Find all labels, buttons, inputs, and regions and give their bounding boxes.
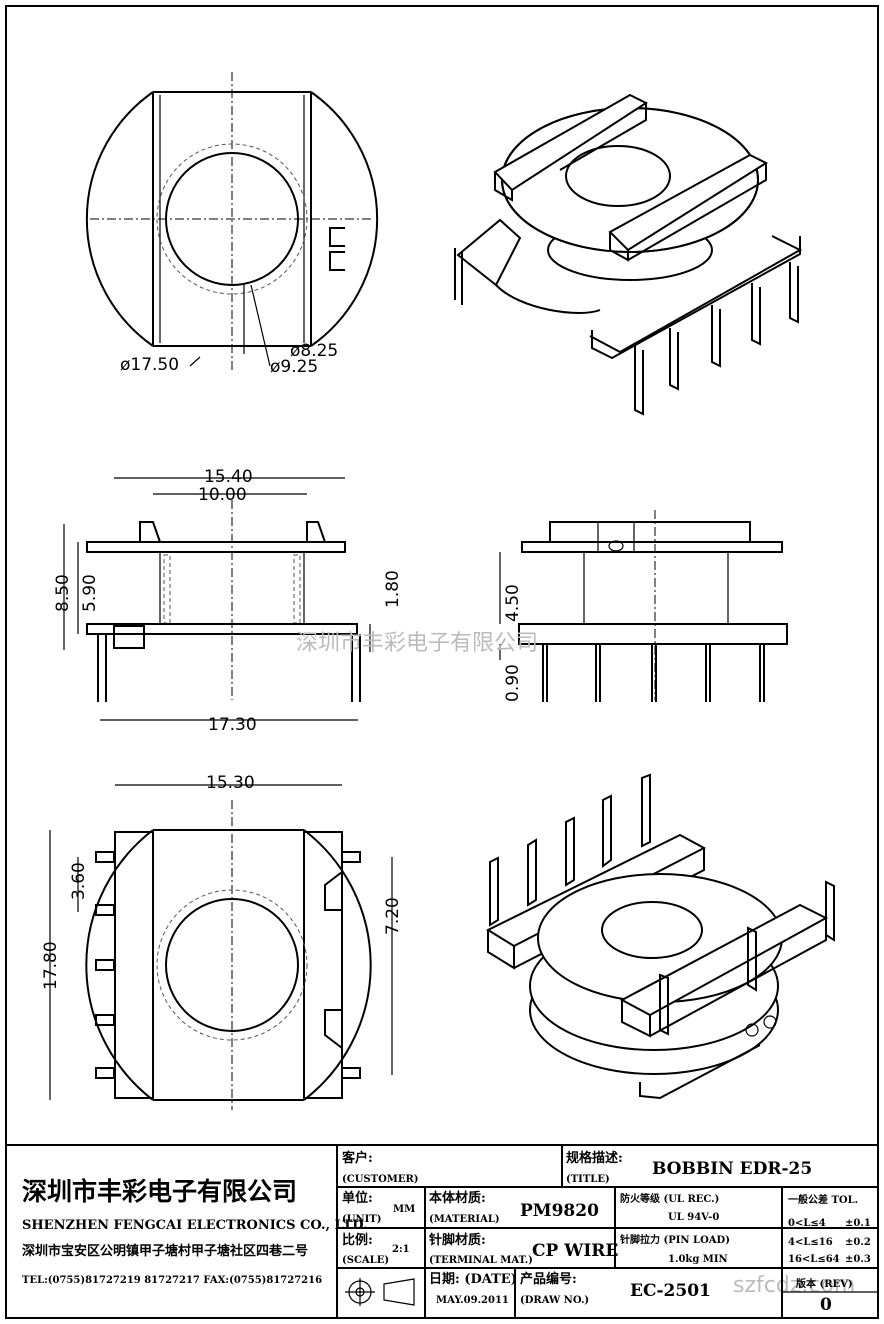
terminal-label-en: (TERMINAL MAT.) — [429, 1255, 533, 1266]
terminal-label: 针脚材质: — [428, 1232, 486, 1248]
date-value: MAY.09.2011 — [436, 1295, 509, 1306]
title-label-en: (TITLE) — [566, 1174, 610, 1185]
tol-label: 一般公差 TOL. — [788, 1193, 858, 1206]
terminal-value: CP WIRE — [532, 1241, 618, 1261]
company-name-en: SHENZHEN FENGCAI ELECTRONICS CO., LTD. — [22, 1218, 368, 1233]
material-label-en: (MATERIAL) — [429, 1214, 500, 1225]
top-view: ø17.50 ø8.25 ø9.25 — [85, 72, 379, 377]
customer-label: 客户: — [342, 1150, 373, 1166]
ul-value: UL 94V-0 — [668, 1212, 719, 1223]
dim-top-dia-a: ø8.25 — [290, 341, 338, 361]
dim-side-pin-span: 17.30 — [208, 715, 257, 735]
company-tel-fax: TEL:(0755)81727219 81727217 FAX:(0755)81… — [22, 1275, 322, 1286]
title-block: 深圳市丰彩电子有限公司 SHENZHEN FENGCAI ELECTRONICS… — [5, 1144, 879, 1319]
ul-label: 防火等级 (UL REC.) — [620, 1192, 719, 1205]
watermark-company: 深圳市丰彩电子有限公司 — [296, 631, 538, 656]
dim-front-height: 4.50 — [503, 584, 523, 622]
bottom-view: 15.30 3.60 17.80 7.20 — [41, 773, 403, 1110]
dim-bottom-height: 17.80 — [41, 941, 61, 990]
dim-side-height: 8.50 — [53, 574, 73, 612]
company-address: 深圳市宝安区公明镇甲子塘村甲子塘社区四巷二号 — [22, 1243, 308, 1259]
tol-range-1: 0<L≤4 — [788, 1218, 826, 1229]
unit-value: MM — [393, 1204, 415, 1215]
dim-bottom-pitch: 3.60 — [69, 862, 89, 900]
tol-range-2: 4<L≤16 — [788, 1237, 833, 1248]
draw-no-label: 产品编号: — [520, 1271, 577, 1287]
title-label: 规格描述: — [566, 1150, 623, 1166]
dim-top-outer-dia: ø17.50 — [120, 355, 179, 375]
dim-front-pin: 0.90 — [503, 664, 523, 702]
dim-side-width-top: 15.40 — [204, 467, 253, 487]
rev-label: 版本 (REV) — [796, 1277, 853, 1290]
watermark-site: szfcdz.com — [733, 1273, 855, 1298]
material-value: PM9820 — [520, 1201, 599, 1221]
pin-load-label: 针脚拉力 (PIN LOAD) — [620, 1233, 730, 1246]
tol-value-2: ±0.2 — [845, 1237, 871, 1248]
dim-side-width-inner: 10.00 — [198, 485, 247, 505]
dim-side-flange: 1.80 — [383, 570, 403, 608]
dim-top-dia-b: ø9.25 — [270, 357, 318, 377]
tol-range-3: 16<L≤64 — [788, 1254, 840, 1265]
pin-load-value: 1.0kg MIN — [668, 1254, 728, 1265]
tol-value-1: ±0.1 — [845, 1218, 871, 1229]
rev-value: 0 — [820, 1295, 832, 1315]
company-name-cn: 深圳市丰彩电子有限公司 — [22, 1177, 297, 1206]
front-view: 4.50 0.90 — [499, 510, 788, 702]
dim-bottom-slot: 7.20 — [383, 897, 403, 935]
iso-view-top — [454, 93, 803, 416]
date-label: 日期: (DATE) — [429, 1272, 517, 1287]
draw-no-value: EC-2501 — [630, 1281, 711, 1301]
customer-label-en: (CUSTOMER) — [342, 1174, 419, 1185]
material-label: 本体材质: — [429, 1190, 486, 1206]
dim-bottom-width: 15.30 — [206, 773, 255, 793]
scale-value: 2:1 — [392, 1244, 410, 1255]
draw-no-label-en: (DRAW NO.) — [520, 1295, 589, 1306]
iso-view-bottom — [485, 773, 835, 1100]
title-value: BOBBIN EDR-25 — [652, 1159, 812, 1179]
scale-label-en: (SCALE) — [342, 1255, 389, 1266]
dim-side-inner-height: 5.90 — [80, 574, 100, 612]
side-view: 15.40 10.00 17.30 8.50 5.90 1.80 — [53, 467, 403, 735]
unit-label-en: (UNIT) — [342, 1214, 381, 1225]
unit-label: 单位: — [342, 1190, 373, 1206]
tol-value-3: ±0.3 — [845, 1254, 871, 1265]
scale-label: 比例: — [342, 1232, 373, 1248]
